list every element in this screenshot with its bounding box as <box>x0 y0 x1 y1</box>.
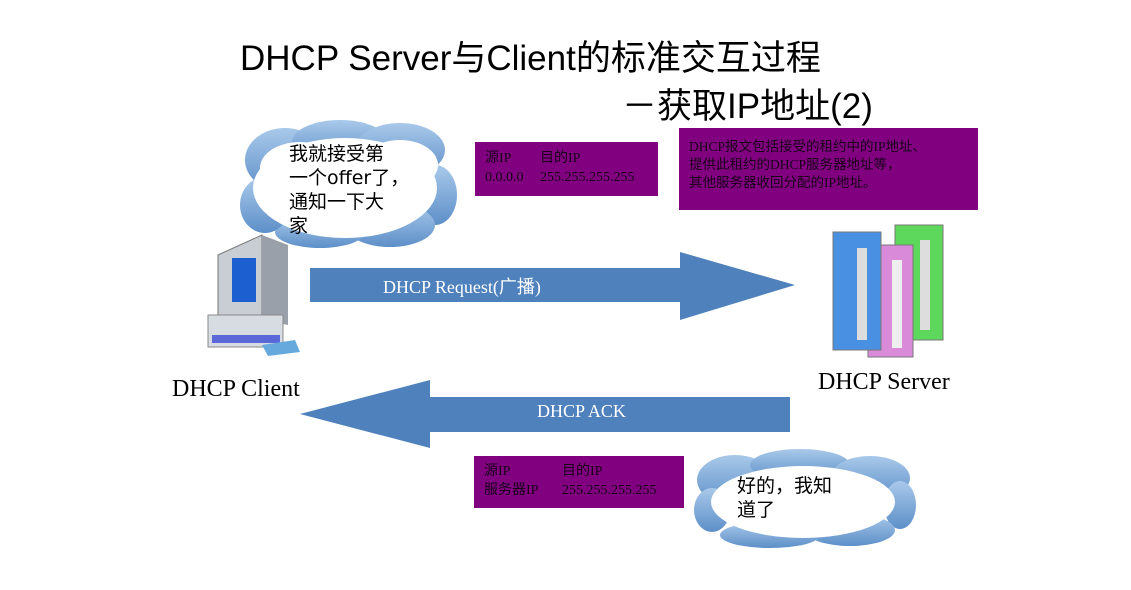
client-cloud-text: 我就接受第 一个offer了， 通知一下大 家 <box>289 142 409 238</box>
dst-ip-value: 255.255.255.255 <box>562 483 657 498</box>
ack-arrow-label: DHCP ACK <box>537 401 626 421</box>
request-arrow-label: DHCP Request(广播) <box>383 277 541 297</box>
server-cloud-text: 好的，我知 道了 <box>737 474 832 522</box>
note-box: DHCP报文包括接受的租约中的IP地址、 提供此租约的DHCP服务器地址等， 其… <box>679 128 978 210</box>
client-label: DHCP Client <box>172 376 300 402</box>
desktop-computer-icon <box>207 234 300 356</box>
ack-arrow <box>300 380 790 448</box>
request-arrow <box>310 252 795 320</box>
request-ip-box: 源IP 目的IP 0.0.0.0 255.255.255.255 <box>475 142 658 196</box>
cloud-line: 一个offer了， <box>289 167 410 189</box>
note-line: 提供此租约的DHCP服务器地址等， <box>689 157 901 172</box>
src-ip-value: 0.0.0.0 <box>485 170 524 185</box>
cloud-line: 好的，我知 <box>737 475 833 497</box>
cloud-line: 通知一下大 <box>289 191 385 213</box>
cloud-line: 道了 <box>737 499 776 521</box>
title-line-2: －获取IP地址(2) <box>622 87 873 126</box>
note-line: DHCP报文包括接受的租约中的IP地址、 <box>689 139 927 154</box>
cloud-line: 我就接受第 <box>289 143 385 165</box>
note-line: 其他服务器收回分配的IP地址。 <box>689 175 877 190</box>
server-tower-icon <box>832 224 944 358</box>
title-line-1: DHCP Server与Client的标准交互过程 <box>240 39 821 78</box>
cloud-line: 家 <box>289 215 309 237</box>
dst-ip-value: 255.255.255.255 <box>540 170 635 185</box>
src-ip-header: 源IP <box>485 151 512 166</box>
ack-ip-box: 源IP 目的IP 服务器IP 255.255.255.255 <box>474 456 684 508</box>
server-label: DHCP Server <box>818 369 950 395</box>
src-ip-value: 服务器IP <box>484 483 539 498</box>
dst-ip-header: 目的IP <box>562 464 603 479</box>
server-thought-cloud <box>694 449 916 548</box>
client-thought-cloud <box>240 120 457 248</box>
dst-ip-header: 目的IP <box>540 151 581 166</box>
src-ip-header: 源IP <box>484 464 511 479</box>
